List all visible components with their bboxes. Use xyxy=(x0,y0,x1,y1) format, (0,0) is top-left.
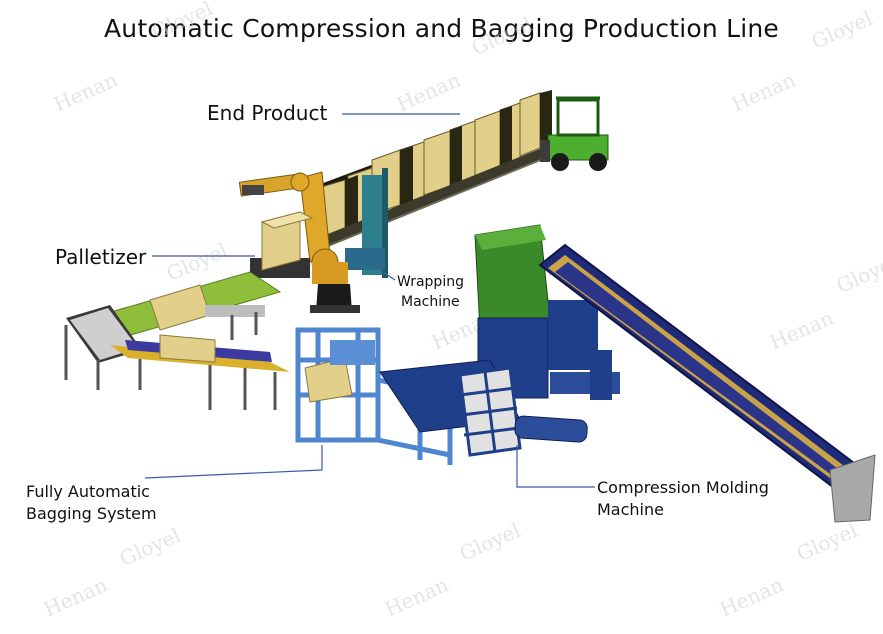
label-bagging-system: Fully Automatic Bagging System xyxy=(26,481,157,525)
bagging-leader xyxy=(144,445,323,479)
label-compression-molding: Compression Molding Machine xyxy=(597,477,769,521)
label-compression-line-2: Machine xyxy=(597,500,664,519)
wrapping-machine-frame xyxy=(345,168,388,278)
palletizer-conveyors xyxy=(64,271,290,410)
label-wrapping-line-1: Wrapping xyxy=(397,274,464,290)
compression-leader xyxy=(516,445,595,488)
label-end-product: End Product xyxy=(207,101,328,125)
label-bagging-line-1: Fully Automatic xyxy=(26,482,150,501)
forklift xyxy=(540,96,609,171)
label-compression-line-1: Compression Molding xyxy=(597,478,769,497)
leader-lines xyxy=(144,113,595,488)
label-wrapping-machine: Wrapping Machine xyxy=(397,272,464,312)
wrapping-leader xyxy=(379,269,396,281)
compression-molding-machine xyxy=(379,224,620,457)
label-palletizer: Palletizer xyxy=(55,245,147,269)
diagram-title: Automatic Compression and Bagging Produc… xyxy=(104,14,779,43)
label-bagging-line-2: Bagging System xyxy=(26,504,157,523)
palletizer-robot xyxy=(238,171,360,313)
label-wrapping-line-2: Machine xyxy=(401,294,460,310)
inclined-feed-conveyor xyxy=(538,243,876,523)
